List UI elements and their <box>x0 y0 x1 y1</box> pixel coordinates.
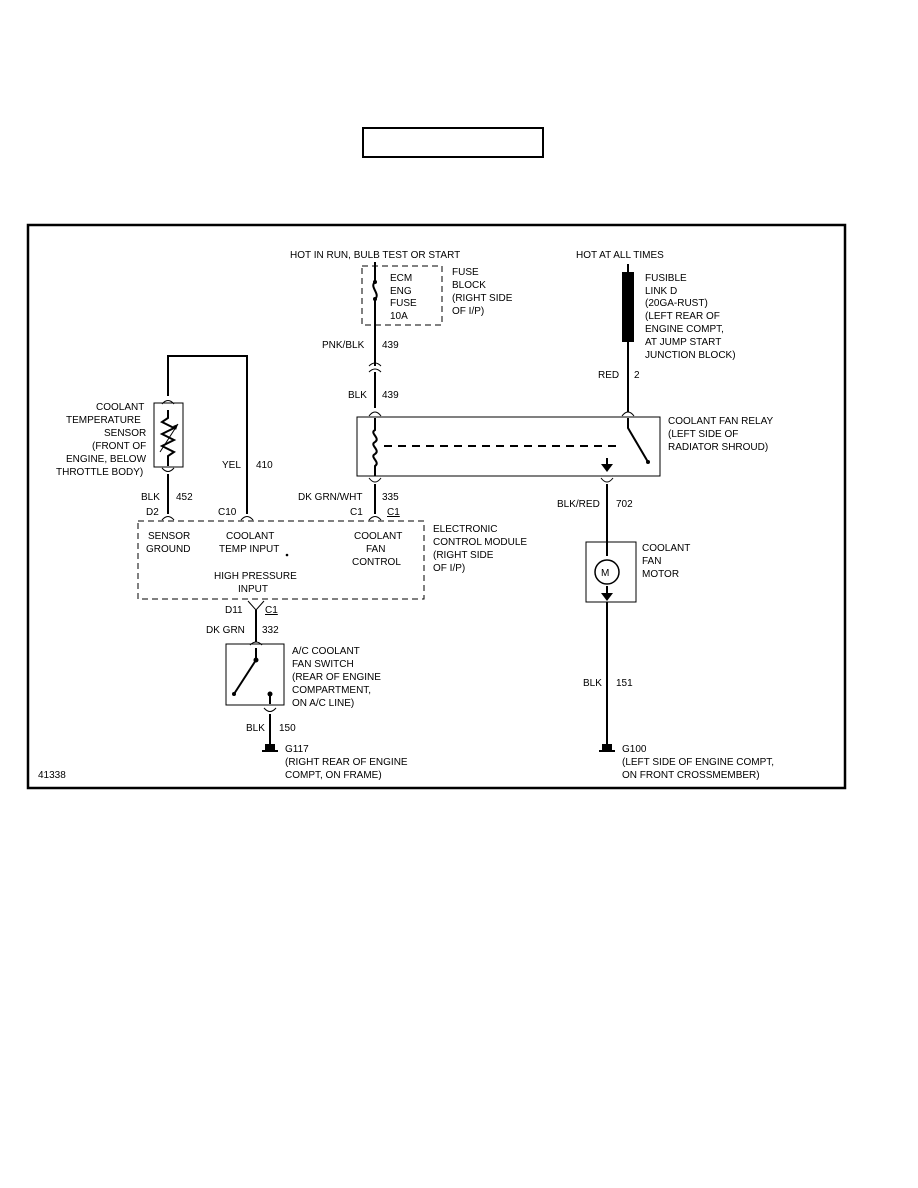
ecm-temp-input-1: COOLANT <box>226 531 274 542</box>
sensor-line4: (FRONT OF <box>92 441 146 452</box>
wire-blk-452-circuit: 452 <box>176 492 193 503</box>
fuse-inside-line2: ENG <box>390 286 412 297</box>
g100-line2: (LEFT SIDE OF ENGINE COMPT, <box>622 757 774 768</box>
wire-blk-red-color: BLK/RED <box>557 499 600 510</box>
ecm-fan-control-1: COOLANT <box>354 531 402 542</box>
wire-blk-439-circuit: 439 <box>382 390 399 401</box>
ecm-label-3: (RIGHT SIDE <box>433 550 494 561</box>
sensor-line3: SENSOR <box>104 428 146 439</box>
coolant-fan-relay: COOLANT FAN RELAY (LEFT SIDE OF RADIATOR… <box>356 411 774 477</box>
ecm-temp-input-2: TEMP INPUT <box>219 544 279 555</box>
g100-line3: ON FRONT CROSSMEMBER) <box>622 770 760 781</box>
sensor-line1: COOLANT <box>96 402 144 413</box>
title-box <box>362 127 544 158</box>
connector-c10: C10 <box>218 507 237 518</box>
wire-red-color: RED <box>598 370 619 381</box>
wire-blk-150-circuit: 150 <box>279 723 296 734</box>
wire-pnk-blk-color: PNK/BLK <box>322 340 365 351</box>
ecm-fan-control-2: FAN <box>366 544 385 555</box>
fusible-line1: FUSIBLE <box>645 273 687 284</box>
coolant-fan-motor: M COOLANT FAN MOTOR <box>585 541 690 603</box>
fuse-inside-line4: 10A <box>390 311 408 322</box>
ecm-high-pressure-2: INPUT <box>238 584 268 595</box>
fusible-line7: JUNCTION BLOCK) <box>645 350 736 361</box>
ac-coolant-fan-switch: A/C COOLANT FAN SWITCH (REAR OF ENGINE C… <box>225 641 381 709</box>
wire-blk-150-color: BLK <box>246 723 265 734</box>
connector-c1b: C1 <box>387 507 400 518</box>
motor-line2: FAN <box>642 556 661 567</box>
ac-switch-line2: FAN SWITCH <box>292 659 354 670</box>
sensor-line2: TEMPERATURE <box>66 415 141 426</box>
ecm-sensor-ground-2: GROUND <box>146 544 190 555</box>
ac-switch-line1: A/C COOLANT <box>292 646 360 657</box>
sensor-line5: ENGINE, BELOW <box>66 454 147 465</box>
fusible-line5: ENGINE COMPT, <box>645 324 724 335</box>
wire-blk-red-circuit: 702 <box>616 499 633 510</box>
ac-switch-line3: (REAR OF ENGINE <box>292 672 381 683</box>
ground-g117-symbol <box>262 744 278 752</box>
fuse-label-line3: (RIGHT SIDE <box>452 293 513 304</box>
connector-c1a: C1 <box>350 507 363 518</box>
g100-line1: G100 <box>622 744 647 755</box>
ecm-fan-control-3: CONTROL <box>352 557 401 568</box>
wire-yel-color: YEL <box>222 460 241 471</box>
relay-line3: RADIATOR SHROUD) <box>668 442 768 453</box>
g117-line1: G117 <box>285 744 309 755</box>
ecm-label-4: OF I/P) <box>433 563 465 574</box>
fusible-link: FUSIBLE LINK D (20GA-RUST) (LEFT REAR OF… <box>622 264 736 412</box>
sensor-line6: THROTTLE BODY) <box>56 467 143 478</box>
diagram-frame <box>26 223 847 790</box>
fuse-label-line4: OF I/P) <box>452 306 484 317</box>
relay-line2: (LEFT SIDE OF <box>668 429 738 440</box>
fusible-line3: (20GA-RUST) <box>645 298 708 309</box>
ecm-label-2: CONTROL MODULE <box>433 537 527 548</box>
motor-symbol: M <box>601 568 609 579</box>
ecm-high-pressure-1: HIGH PRESSURE <box>214 571 297 582</box>
wire-blk-151-color: BLK <box>583 678 602 689</box>
wire-pnk-blk-circuit: 439 <box>382 340 399 351</box>
wire-dk-grn-color: DK GRN <box>206 625 245 636</box>
connector-d11: D11 <box>225 605 243 616</box>
ecm-label-1: ELECTRONIC <box>433 524 497 535</box>
wire-yel-circuit: 410 <box>256 460 273 471</box>
relay-line1: COOLANT FAN RELAY <box>668 416 774 427</box>
wire-blk-452-color: BLK <box>141 492 160 503</box>
wire-blk-439-color: BLK <box>348 390 367 401</box>
ground-g100-symbol <box>599 744 615 752</box>
hot-in-run-label: HOT IN RUN, BULB TEST OR START <box>290 250 460 261</box>
motor-line1: COOLANT <box>642 543 690 554</box>
fusible-line2: LINK D <box>645 286 677 297</box>
ac-switch-line5: ON A/C LINE) <box>292 698 354 709</box>
fuse-inside-line3: FUSE <box>390 298 417 309</box>
wire-red-circuit: 2 <box>634 370 640 381</box>
fuse-inside-line1: ECM <box>390 273 412 284</box>
ecm: SENSOR GROUND COOLANT TEMP INPUT COOLANT… <box>137 520 527 600</box>
hot-at-all-times-label: HOT AT ALL TIMES <box>576 250 664 261</box>
motor-line3: MOTOR <box>642 569 679 580</box>
fuse-label-line2: BLOCK <box>452 280 486 291</box>
ecm-sensor-ground-1: SENSOR <box>148 531 190 542</box>
connector-d2: D2 <box>146 507 159 518</box>
fusible-line4: (LEFT REAR OF <box>645 311 720 322</box>
connector-c1c: C1 <box>265 605 278 616</box>
fusible-line6: AT JUMP START <box>645 337 721 348</box>
wire-dk-grn-circuit: 332 <box>262 625 279 636</box>
wire-dkgrn-wht-color: DK GRN/WHT <box>298 492 362 503</box>
diagram-id: 41338 <box>38 770 66 781</box>
g117-line2: (RIGHT REAR OF ENGINE <box>285 757 408 768</box>
fuse-label-line1: FUSE <box>452 267 479 278</box>
g117-line3: COMPT, ON FRAME) <box>285 770 382 781</box>
wire-dkgrn-wht-circuit: 335 <box>382 492 399 503</box>
coolant-temp-sensor: COOLANT TEMPERATURE SENSOR (FRONT OF ENG… <box>56 400 184 478</box>
fuse-block: ECM ENG FUSE 10A FUSE BLOCK (RIGHT SIDE … <box>361 262 513 330</box>
wire-blk-151-circuit: 151 <box>616 678 633 689</box>
ac-switch-line4: COMPARTMENT, <box>292 685 371 696</box>
